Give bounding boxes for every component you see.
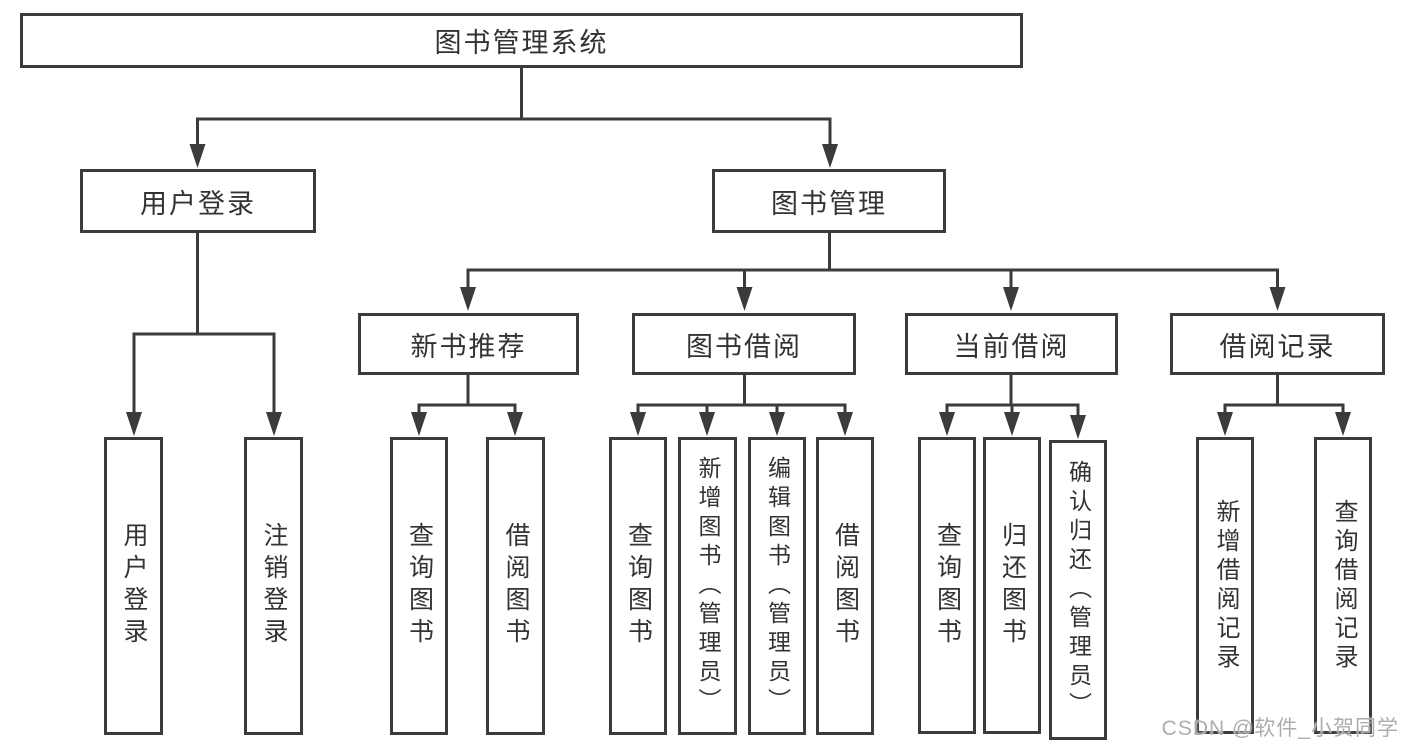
node-library-management-system: 图书管理系统 — [20, 13, 1023, 68]
leaf-borrow-books-recommend: 借阅图书 — [486, 437, 545, 735]
node-user-login: 用户登录 — [80, 169, 316, 233]
node-new-book-recommendation: 新书推荐 — [358, 313, 579, 375]
leaf-query-books-borrow: 查询图书 — [609, 437, 667, 735]
leaf-return-books: 归还图书 — [983, 437, 1041, 734]
leaf-user-login: 用户登录 — [104, 437, 163, 735]
node-current-borrowing: 当前借阅 — [905, 313, 1118, 375]
leaf-edit-books-admin: 编辑图书（管理员） — [748, 437, 806, 735]
leaf-query-borrow-record: 查询借阅记录 — [1314, 437, 1372, 734]
leaf-logout: 注销登录 — [244, 437, 303, 735]
leaf-add-books-admin: 新增图书（管理员） — [678, 437, 737, 735]
leaf-query-books-current: 查询图书 — [918, 437, 976, 734]
node-book-borrowing: 图书借阅 — [632, 313, 856, 375]
leaf-borrow-books: 借阅图书 — [816, 437, 874, 735]
node-book-management: 图书管理 — [712, 169, 946, 233]
leaf-add-borrow-record: 新增借阅记录 — [1196, 437, 1254, 734]
leaf-confirm-return-admin: 确认归还（管理员） — [1049, 440, 1107, 740]
leaf-query-books-recommend: 查询图书 — [390, 437, 448, 735]
csdn-watermark: CSDN @软件_小贺同学 — [1161, 717, 1399, 740]
node-borrowing-records: 借阅记录 — [1170, 313, 1385, 375]
